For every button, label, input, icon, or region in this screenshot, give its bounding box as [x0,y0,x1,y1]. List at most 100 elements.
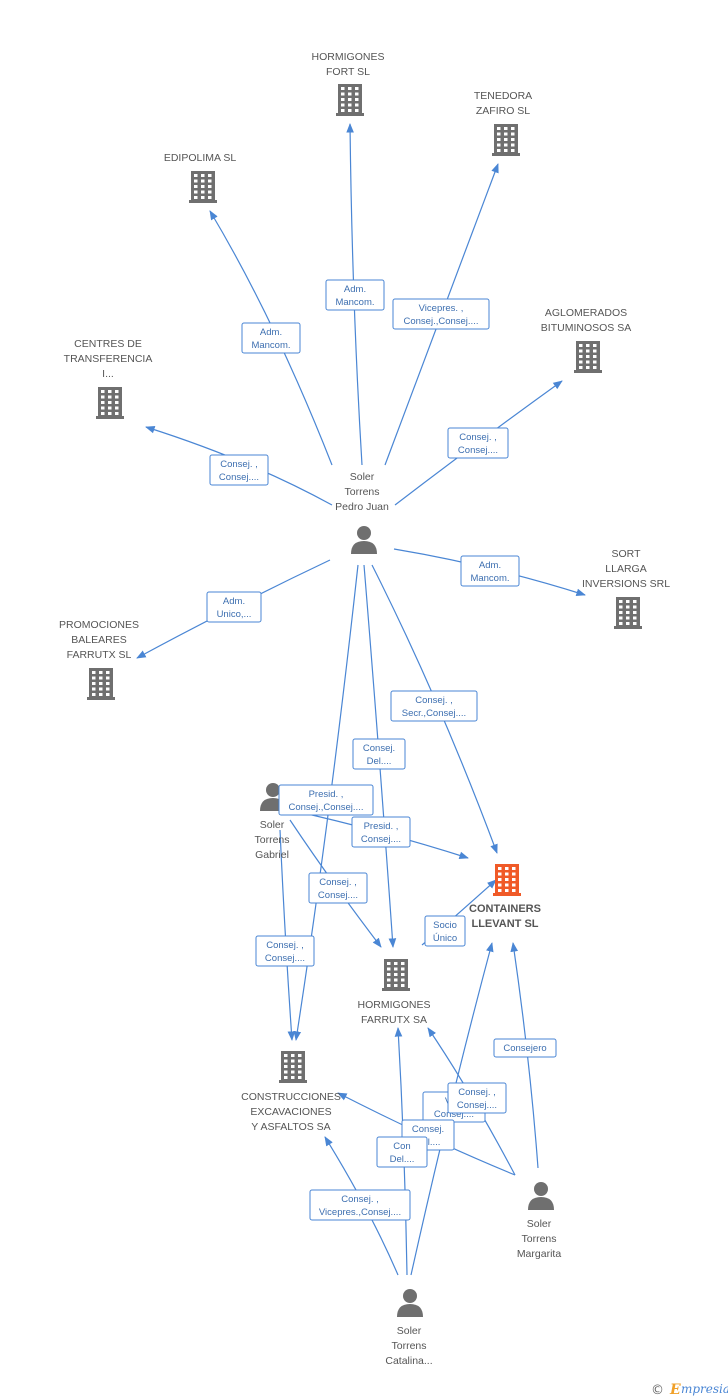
relation-label-gabriel-to-construcciones[interactable]: Consej. , Consej.... [255,935,315,967]
building-icon [96,387,124,419]
brand-initial: E [669,1382,681,1398]
node-label-line: Torrens [344,486,379,498]
relation-label-text: Consej. ,Consej.... [457,1087,497,1111]
relation-label-text: Consej. ,Consej.... [458,432,498,456]
node-label-line: LLARGA [605,563,646,575]
company-node-tenedora-zafiro[interactable]: TENEDORA ZAFIRO SL [474,90,532,156]
node-label-line: ZAFIRO SL [476,105,530,117]
relation-label-catalina-to-construcciones[interactable]: Consej. ,Vicepres.,Consej.... [309,1189,411,1221]
relation-label-line: Adm. [344,284,366,295]
relation-label-line: Mancom. [251,340,290,351]
node-label-line: EXCAVACIONES [250,1106,331,1118]
relation-label-line: Consej. , [459,432,497,443]
building-icon [382,959,410,991]
relation-label-text: Consej.Del.... [363,743,395,767]
relation-label-pedro_juan-to-construcciones[interactable]: Presid. ,Consej.,Consej.... [278,784,374,816]
relation-label-line: Consej.... [361,834,401,845]
relation-label-line: Consej. , [220,459,258,470]
node-label-line: LLEVANT SL [471,918,538,930]
relation-label-text: Vicepres. , Consej.,Consej.... [404,303,479,327]
node-label-line: Soler [350,471,375,483]
relation-label-line: Socio [433,920,457,931]
relation-label-line: Con [393,1141,410,1152]
node-label-line: Catalina... [385,1355,432,1367]
relation-label-text: Adm.Mancom. [470,560,509,584]
node-label-line: EDIPOLIMA SL [164,152,237,164]
node-label-line: Soler [397,1325,422,1337]
relation-label-pedro_juan-to-hormigones_fort[interactable]: Adm. Mancom. [325,279,385,311]
relation-label-line: Del.... [416,1137,441,1148]
building-icon [279,1051,307,1083]
node-label-line: PROMOCIONES [59,619,139,631]
relation-label-pedro_juan-to-aglomerados[interactable]: Consej. ,Consej.... [447,427,509,459]
relation-label-pedro_juan-to-sort_llarga[interactable]: Adm.Mancom. [460,555,520,587]
relation-label-gabriel-to-hormigones_farrutx[interactable]: Consej. ,Consej.... [308,872,368,904]
relation-label-text: Presid. ,Consej.,Consej.... [289,789,364,813]
node-label-line: Y ASFALTOS SA [251,1121,330,1133]
relation-label-pedro_juan-to-edipolima[interactable]: Adm.Mancom. [241,322,301,354]
node-label-line: Torrens [254,834,289,846]
relation-label-line: Consej. [363,743,395,754]
relation-label-line: Vicepres. , [419,303,464,314]
relation-label-line: Consej.... [265,953,305,964]
relation-label-line: Consej. , [458,1087,496,1098]
relation-label-line: Mancom. [335,297,374,308]
relation-label-line: Mancom. [470,573,509,584]
relation-label-pedro_juan-to-hormigones_farrutx[interactable]: Consej.Del.... [352,738,406,770]
relation-label-line: Consej. , [415,695,453,706]
relation-label-pedro_juan-to-promociones[interactable]: Adm.Unico,... [206,591,262,623]
relation-label-line: Vicepres.,Consej.... [319,1207,401,1218]
relation-label-line: Consej.... [318,890,358,901]
relation-label-line: Consej. [412,1124,444,1135]
person-icon [528,1182,554,1210]
node-label-line: Margarita [517,1248,562,1260]
relation-label-line: Único [433,933,457,944]
relation-label-pedro_juan-to-tenedora_zafiro[interactable]: Vicepres. , Consej.,Consej.... [392,298,490,330]
relation-label-catalina-to-containers[interactable]: Consej. ,Consej.... [447,1082,507,1114]
node-label-line: Gabriel [255,849,289,861]
node-label-line: Soler [260,819,285,831]
node-label-line: FARRUTX SA [361,1014,427,1026]
relation-label-pedro_juan-to-containers[interactable]: Consej. , Secr.,Consej.... [390,690,478,722]
relation-label-margarita-to-containers[interactable]: Consejero [493,1038,557,1058]
relation-label-text: Presid. ,Consej.... [361,821,401,845]
relation-label-line: Consej.,Consej.... [404,316,479,327]
node-label-line: TENEDORA [474,90,532,102]
footer-brand[interactable]: © E mpresia [651,1382,728,1398]
relation-label-gabriel-to-containers[interactable]: Presid. ,Consej.... [351,816,411,848]
company-node-edipolima[interactable]: EDIPOLIMA SL [164,152,237,203]
relation-label-text: Consej. , Consej.... [265,940,305,964]
relation-label-line: Consej. , [266,940,304,951]
node-label: TENEDORA ZAFIRO SL [474,90,532,117]
relation-label-text: Consej. ,Consej.... [219,459,259,483]
relation-label-line: Consejero [503,1043,546,1054]
relation-label-line: Secr.,Consej.... [402,708,466,719]
node-label-line: CENTRES DE [74,338,142,350]
building-icon [336,84,364,116]
relation-label-pedro_juan-to-centres[interactable]: Consej. ,Consej.... [209,454,269,486]
brand-name: mpresia [681,1382,728,1396]
relation-label-line: Consej.,Consej.... [289,802,364,813]
node-label-line: INVERSIONS SRL [582,578,670,590]
relation-label-line: Adm. [223,596,245,607]
